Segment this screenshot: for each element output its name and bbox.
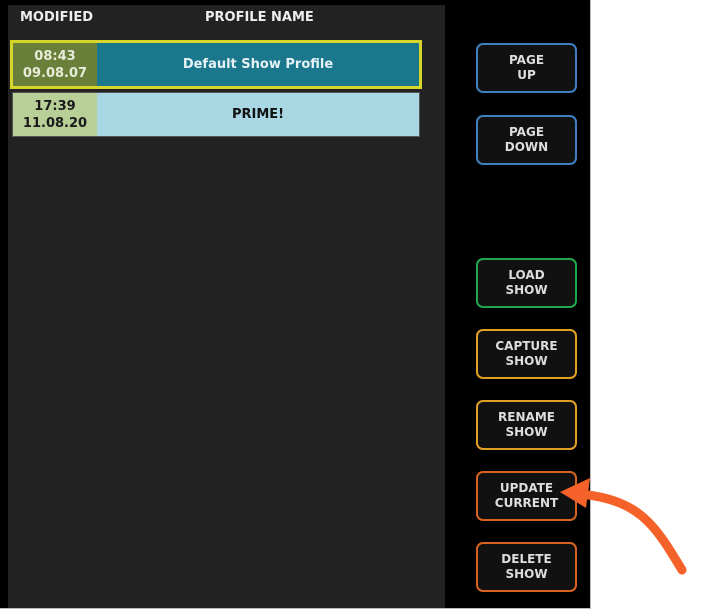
modified-date: 09.08.07 [22,65,88,81]
label: SHOW [505,425,548,439]
label: UP [517,68,536,82]
modified-time: 08:43 [34,48,76,64]
label: UPDATE [499,481,554,495]
profile-name: PRIME! [97,93,419,136]
profile-name: Default Show Profile [97,43,419,86]
modified-date: 11.08.20 [22,115,88,131]
modified-cell: 08:43 09.08.07 [13,43,97,86]
label: SHOW [505,567,548,581]
header-modified: MODIFIED [20,10,94,25]
modified-time: 17:39 [34,98,76,114]
header-profile-name: PROFILE NAME [205,10,314,25]
table-row[interactable]: 08:43 09.08.07 Default Show Profile [10,40,422,89]
label: CAPTURE [495,339,558,353]
label: PAGE [508,53,545,67]
label: CURRENT [494,496,559,510]
modified-cell: 17:39 11.08.20 [13,93,97,136]
label: SHOW [505,283,548,297]
label: LOAD [508,268,545,282]
label: PAGE [508,125,545,139]
label: DOWN [504,140,549,154]
label: RENAME [498,410,555,424]
label: DELETE [501,552,552,566]
label: SHOW [505,354,548,368]
table-row[interactable]: 17:39 11.08.20 PRIME! [12,92,420,137]
show-manager-panel: MODIFIED PROFILE NAME 08:43 09.08.07 Def… [0,0,591,609]
